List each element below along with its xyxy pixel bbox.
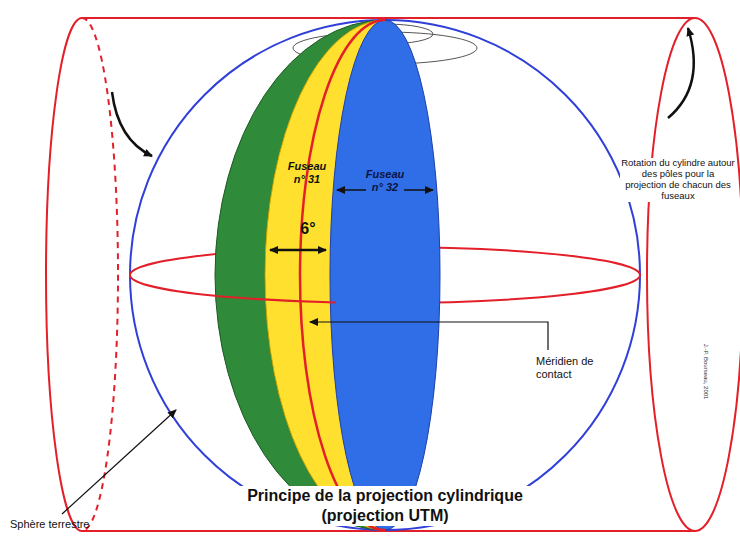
cylinder-end [647, 18, 740, 531]
zone-label: Fuseau n° 32 [361, 168, 409, 194]
width-arrow [404, 189, 433, 191]
width-arrow [337, 189, 366, 191]
sphere-outline [130, 20, 640, 530]
sphere-label: Sphère terrestre [10, 518, 110, 531]
leader-line [310, 322, 548, 350]
leader-line [62, 410, 176, 514]
cylinder-edge [82, 17, 695, 19]
rotation-arrow [112, 92, 152, 156]
meridian-label: Méridien de contact [536, 355, 602, 381]
contact-meridian [300, 20, 385, 530]
equator-front [215, 296, 336, 303]
signature: J.-P. Bourseau, 2001 [701, 327, 708, 417]
rotation-arrow [668, 28, 694, 118]
zone-32-shape [328, 18, 442, 532]
angle-label: 6° [288, 219, 328, 238]
zone-label: Fuseau n° 31 [283, 160, 331, 186]
zone-32: Fuseau n° 32 [328, 18, 442, 532]
width-arrow [270, 249, 326, 252]
title: Principe de la projection cylindrique (p… [215, 486, 555, 526]
rotation-note: Rotation du cylindre autour des pôles po… [620, 158, 736, 202]
cylinder-end [46, 18, 82, 531]
